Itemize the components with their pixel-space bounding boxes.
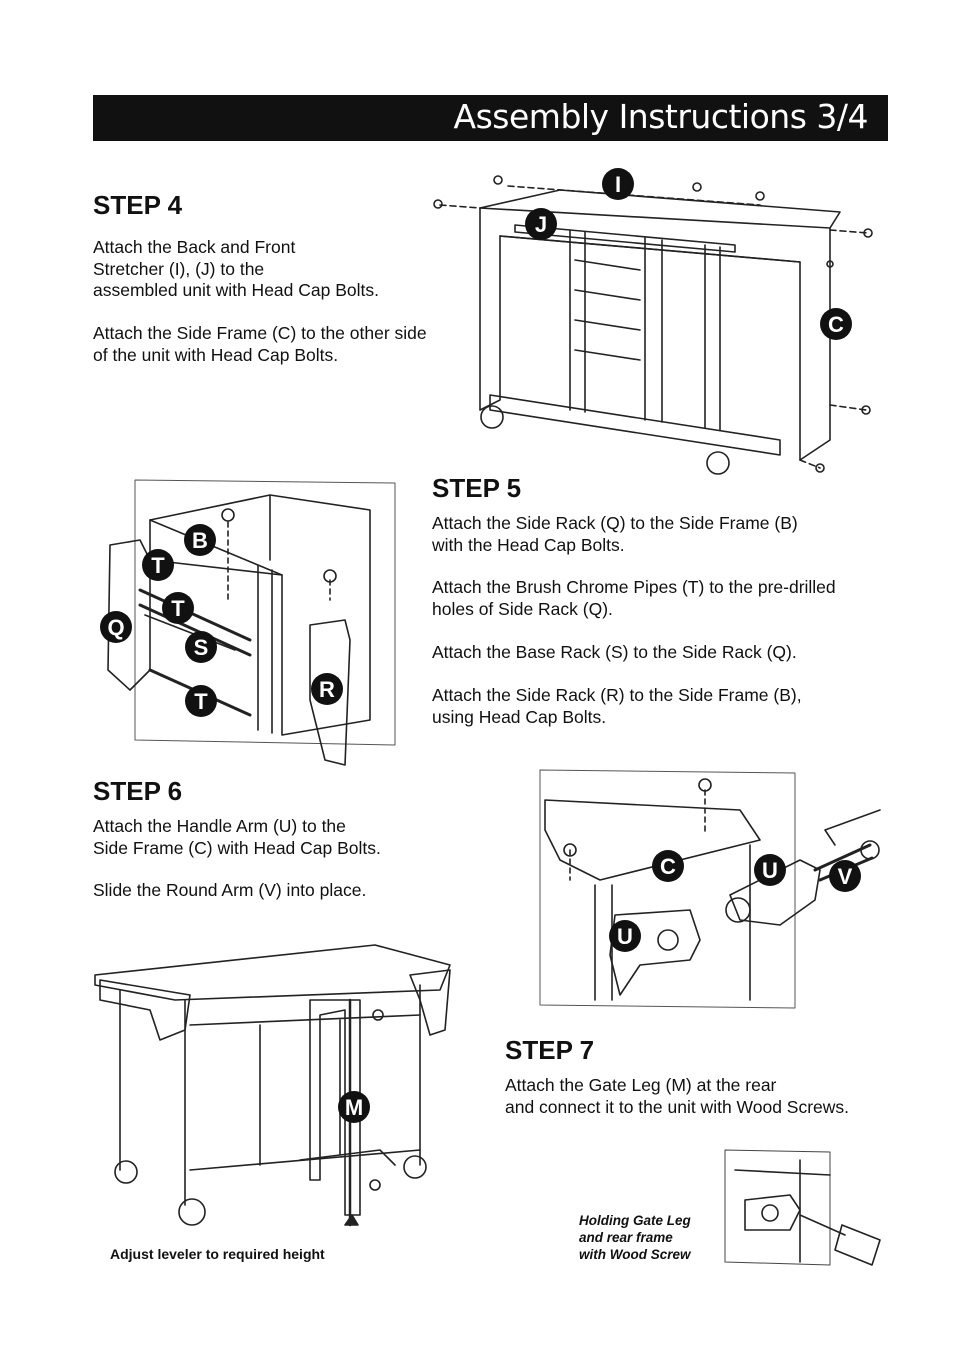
label-T1: T: [142, 549, 174, 581]
label-U1: U: [754, 854, 786, 886]
step7-heading: STEP 7: [505, 1035, 595, 1065]
step7-cart-drawing: [94, 944, 451, 1227]
step4-frame-drawing: [433, 175, 873, 475]
step5-heading: STEP 5: [432, 473, 522, 503]
step4-text-1: Attach the Back and Front Stretcher (I),…: [93, 237, 379, 300]
label-I: I: [602, 168, 634, 200]
part-labels: I J C B T T Q S T R C U V U M: [100, 168, 861, 1123]
svg-text:J: J: [535, 212, 547, 237]
svg-text:T: T: [171, 596, 185, 621]
svg-text:B: B: [192, 528, 208, 553]
step6-text-2: Slide the Round Arm (V) into place.: [93, 880, 367, 900]
label-C-step4: C: [820, 308, 852, 340]
svg-text:C: C: [828, 312, 844, 337]
label-B: B: [184, 524, 216, 556]
label-V: V: [829, 860, 861, 892]
svg-text:T: T: [151, 553, 165, 578]
svg-text:R: R: [319, 677, 335, 702]
step6-heading: STEP 6: [93, 776, 183, 806]
step5-text-3: Attach the Base Rack (S) to the Side Rac…: [432, 642, 797, 662]
step5-text-2: Attach the Brush Chrome Pipes (T) to the…: [432, 577, 836, 619]
label-T3: T: [185, 685, 217, 717]
step5-text-4: Attach the Side Rack (R) to the Side Fra…: [432, 685, 802, 727]
label-C-step6: C: [652, 850, 684, 882]
svg-text:T: T: [194, 689, 208, 714]
svg-text:M: M: [345, 1095, 363, 1120]
svg-text:U: U: [762, 858, 778, 883]
step6-text-1: Attach the Handle Arm (U) to the Side Fr…: [93, 816, 381, 858]
svg-text:V: V: [838, 864, 853, 889]
label-S: S: [185, 631, 217, 663]
label-M: M: [338, 1091, 370, 1123]
step5-text-1: Attach the Side Rack (Q) to the Side Fra…: [432, 513, 798, 555]
svg-text:U: U: [617, 924, 633, 949]
screw-caption: Holding Gate Leg and rear frame with Woo…: [579, 1213, 691, 1262]
svg-text:C: C: [660, 854, 676, 879]
step7-text-1: Attach the Gate Leg (M) at the rear and …: [505, 1075, 850, 1117]
step4-heading: STEP 4: [93, 190, 183, 220]
label-U2: U: [609, 920, 641, 952]
leveler-caption: Adjust leveler to required height: [110, 1246, 325, 1262]
step5-rack-drawing: [107, 479, 396, 766]
label-R: R: [311, 673, 343, 705]
label-T2: T: [162, 592, 194, 624]
step4-text-2: Attach the Side Frame (C) to the other s…: [93, 323, 427, 365]
svg-text:S: S: [194, 635, 209, 660]
header-banner: Assembly Instructions 3/4: [93, 95, 888, 141]
step7-inset-drawing: [724, 1149, 881, 1266]
label-Q: Q: [100, 611, 132, 643]
page-title: Assembly Instructions 3/4: [453, 97, 869, 136]
svg-text:Q: Q: [107, 615, 124, 640]
svg-text:I: I: [615, 172, 621, 197]
step6-handle-drawing: [539, 769, 881, 1009]
label-J: J: [525, 208, 557, 240]
